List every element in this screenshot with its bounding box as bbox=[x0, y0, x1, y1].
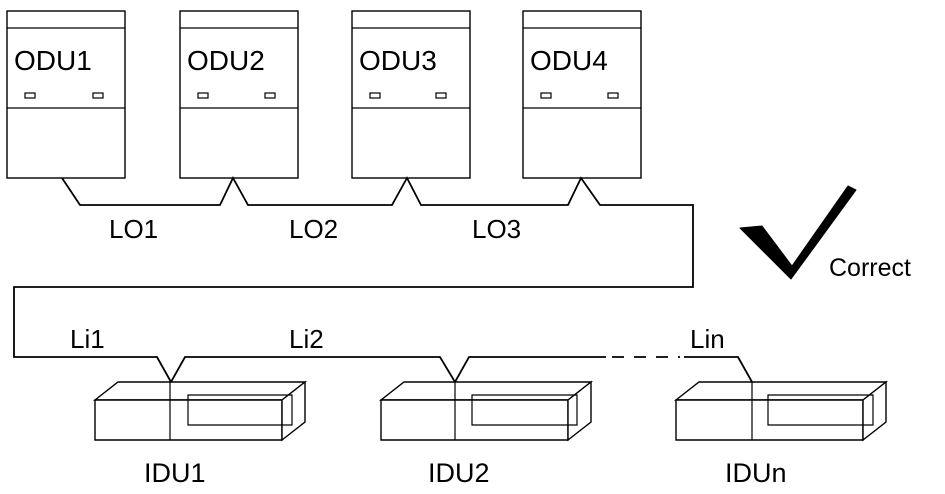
pipe-label-lo3: LO3 bbox=[472, 214, 521, 244]
pipe-label-lin: Lin bbox=[690, 324, 725, 354]
odu-4-label: ODU4 bbox=[530, 45, 608, 76]
odu-3: ODU3 bbox=[351, 10, 471, 179]
odu-4: ODU4 bbox=[522, 10, 642, 179]
idu-1-label: IDU1 bbox=[144, 458, 206, 488]
pipe-label-lo2: LO2 bbox=[289, 214, 338, 244]
idu-1: IDU1 bbox=[92, 380, 308, 488]
idu-n-label: IDUn bbox=[725, 458, 787, 488]
pipe-label-lo1: LO1 bbox=[109, 214, 158, 244]
odu-1-label: ODU1 bbox=[14, 45, 92, 76]
indoor-pipe-end bbox=[684, 356, 753, 383]
idu-2: IDU2 bbox=[378, 380, 594, 488]
odu-2-label: ODU2 bbox=[187, 45, 265, 76]
odu-3-label: ODU3 bbox=[359, 45, 437, 76]
idu-2-label: IDU2 bbox=[428, 458, 490, 488]
status-label: Correct bbox=[829, 254, 911, 282]
pipe-label-li1: Li1 bbox=[70, 324, 105, 354]
odu-1: ODU1 bbox=[6, 10, 126, 179]
pipe-label-li2: Li2 bbox=[289, 324, 324, 354]
check-icon bbox=[739, 185, 857, 280]
odu-2: ODU2 bbox=[179, 10, 299, 179]
idu-n: IDUn bbox=[673, 380, 889, 488]
outdoor-pipe bbox=[13, 176, 694, 384]
